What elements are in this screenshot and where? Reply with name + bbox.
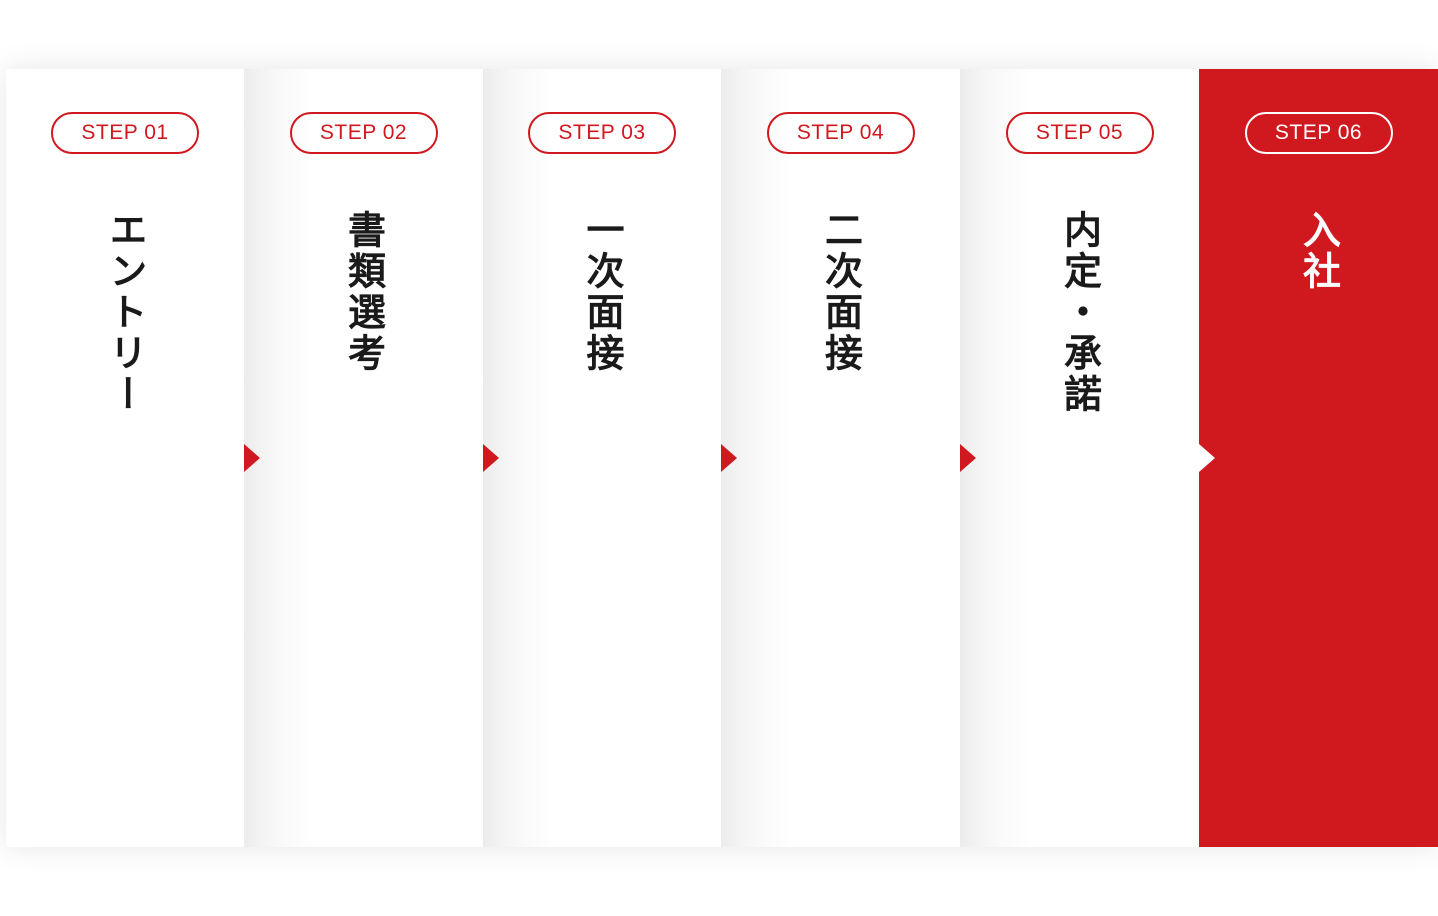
step-second-interview: STEP 04 二次面接 [721,69,960,847]
step-badge: STEP 05 [1005,112,1154,154]
step-entry: STEP 01 エントリー [6,69,244,847]
step-label: 書類選考 [341,210,386,374]
step-label: 二次面接 [818,210,863,374]
arrow-right-icon [1199,444,1215,472]
step-document-screening: STEP 02 書類選考 [244,69,483,847]
step-offer-acceptance: STEP 05 内定・承諾 [960,69,1199,847]
step-label: 一次面接 [580,210,624,374]
step-joining: STEP 06 入社 [1199,69,1438,847]
step-badge: STEP 01 [51,112,199,154]
step-badge: STEP 04 [766,112,915,154]
step-label: 入社 [1296,210,1341,292]
step-label: エントリー [103,210,147,415]
step-badge: STEP 02 [289,112,438,154]
arrow-right-icon [721,444,737,472]
step-badge: STEP 06 [1244,112,1393,154]
step-label: 内定・承諾 [1057,210,1102,415]
step-badge: STEP 03 [528,112,676,154]
recruitment-flow: STEP 01 エントリー STEP 02 書類選考 STEP 03 一次面接 … [6,69,1438,847]
step-first-interview: STEP 03 一次面接 [483,69,721,847]
arrow-right-icon [960,444,976,472]
arrow-right-icon [244,444,260,472]
arrow-right-icon [483,444,499,472]
